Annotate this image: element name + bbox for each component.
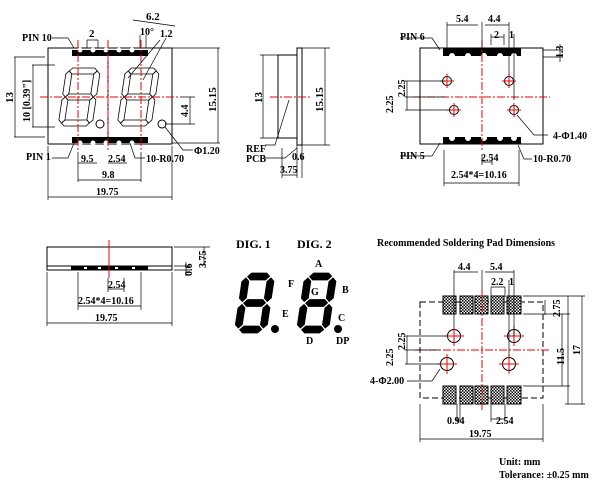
segment-c	[258, 302, 272, 331]
dim-label: 0.6	[292, 152, 305, 163]
segment-diagram: DIG. 1 DIG. 2 A B C D E F G DP	[233, 237, 349, 347]
segment-digit-1	[233, 271, 276, 335]
dim-label: 1	[509, 30, 514, 41]
segment-label-e: E	[282, 309, 289, 320]
pcb-label: PCB	[246, 154, 266, 165]
dim-label: 10 [0.39"]	[22, 80, 33, 122]
dim-label: 3.75	[280, 165, 298, 176]
dim-label: 0.6	[184, 264, 195, 277]
dim-label: 2.2	[491, 277, 504, 288]
dim-label: 2.25	[397, 80, 408, 98]
segment-f	[62, 70, 73, 98]
dim-label: 2.54	[481, 153, 499, 164]
bottom-view: 2.54 2.54*4=10.16 19.75 0.6 3.75	[46, 240, 210, 326]
segment-b	[149, 70, 160, 98]
pad-layout: Recommended Soldering Pad Dimensions 4.4…	[370, 238, 585, 442]
pin10-label: PIN 10	[22, 33, 52, 44]
front-view: PIN 10 PIN 1 2 6.2 10° 1.2 13 10 [0.39"]…	[4, 11, 220, 200]
segment-label-b: B	[342, 285, 349, 296]
segment-label-c: C	[338, 313, 345, 324]
segment-label-a: A	[315, 259, 323, 270]
mounting-holes	[440, 74, 521, 117]
dim-label: 19.75	[95, 313, 118, 324]
pin5-label: PIN 5	[400, 151, 425, 162]
digit1-label: DIG. 1	[236, 237, 271, 251]
dp-1	[95, 119, 105, 129]
dim-label: 4.4	[488, 14, 501, 25]
segment-e	[295, 302, 309, 331]
dim-label: 2.25	[397, 333, 408, 351]
dp-dot-2	[334, 325, 342, 333]
digit2-label: DIG. 2	[297, 237, 332, 251]
dim-label: 13	[253, 92, 265, 104]
dim-label: 17	[572, 345, 583, 355]
dim-label: 2.25	[385, 96, 396, 114]
pitch-label: 2.54*4=10.16	[78, 296, 134, 307]
top-pins	[72, 47, 148, 56]
dim-label: 15.15	[207, 87, 219, 112]
ref-label: REF	[246, 144, 266, 155]
back-view: PIN 6 PIN 5 5.4 4.4 2 1 1.3 2.25 2.25 4-…	[385, 14, 587, 186]
segment-e	[117, 96, 128, 124]
segment-c	[320, 302, 334, 331]
dim-label: 13	[4, 92, 16, 104]
segment-d	[119, 119, 149, 127]
pad-layout-title: Recommended Soldering Pad Dimensions	[377, 238, 555, 249]
unit-note: Unit: mm	[499, 457, 541, 468]
segment-c	[145, 96, 156, 124]
dim-label: 9.5	[81, 154, 94, 165]
dim-label: 10°	[140, 27, 154, 38]
bottom-pads	[442, 385, 522, 405]
dim-label: 6.2	[146, 11, 160, 23]
pin1-label: PIN 1	[26, 152, 51, 163]
dim-label: 11.5	[556, 348, 567, 365]
dim-label: 19.75	[96, 187, 119, 198]
segment-a	[68, 67, 98, 75]
dim-label: 1.2	[160, 29, 173, 40]
dim-label: 5.4	[490, 262, 503, 273]
dim-label: 0.94	[447, 416, 465, 427]
segment-c	[86, 96, 97, 124]
segment-f	[121, 70, 132, 98]
segment-digit-2	[295, 271, 338, 335]
dim-label: 1.3	[555, 46, 566, 59]
segment-b	[90, 70, 101, 98]
segment-e	[233, 302, 247, 331]
holes-label: 4-Φ2.00	[370, 376, 404, 387]
dim-label: 19.75	[469, 429, 492, 440]
dim-label: 2	[89, 28, 95, 40]
dim-label: 15.15	[314, 87, 326, 112]
dim-label: 4.4	[458, 262, 471, 273]
radius-label: 10-R0.70	[146, 154, 184, 165]
segment-label-f: F	[288, 279, 294, 290]
side-view: 13 15.15 REF PCB 0.6 3.75	[246, 47, 330, 178]
outline-digit-1	[58, 67, 101, 127]
pitch-label: 2.54*4=10.16	[451, 170, 507, 181]
top-pads	[442, 295, 522, 315]
holes-label: 4-Φ1.40	[553, 131, 587, 142]
dim-label: 2.25	[385, 349, 396, 367]
dp-dot-1	[271, 325, 279, 333]
dim-label: 2.54	[496, 416, 514, 427]
dim-label: 1	[509, 277, 514, 288]
pin6-label: PIN 6	[400, 32, 425, 43]
radius-label: 10-R0.70	[533, 154, 571, 165]
dim-label: 2.54	[108, 280, 126, 291]
segment-label-g: G	[311, 287, 319, 298]
segment-e	[58, 96, 69, 124]
dim-label: 2.75	[552, 300, 563, 318]
dim-label: 2	[494, 30, 499, 41]
segment-d	[60, 119, 90, 127]
dim-label: 5.4	[456, 14, 469, 25]
segment-label-dp: DP	[336, 336, 349, 347]
dp-2	[157, 119, 167, 129]
segment-label-d: D	[306, 336, 313, 347]
dim-label: 4.4	[180, 105, 191, 118]
dim-label: 9.8	[102, 170, 115, 181]
dim-label: 2.54	[108, 154, 126, 165]
dim-label: 3.75	[198, 251, 209, 269]
tolerance-note: Tolerance: ±0.25 mm	[499, 470, 589, 481]
diameter-label: Φ1.20	[194, 146, 220, 157]
